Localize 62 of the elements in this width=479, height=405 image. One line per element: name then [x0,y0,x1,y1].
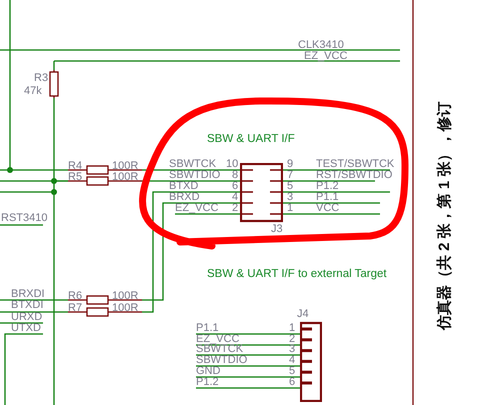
pin-label: SBWTDIO [169,170,220,181]
pin-number: 7 [287,170,294,181]
connector-name: J3 [271,224,283,235]
pin-label: EZ_VCC [196,334,240,345]
pin-label: P1.2 [196,377,219,388]
section-heading: SBW & UART I/F [207,134,295,145]
pin-number: 2 [232,203,238,214]
pin-label: TEST/SBWTCK [316,159,394,170]
section-heading: SBW & UART I/F to external Target [207,269,387,280]
pin-number: 8 [232,170,238,181]
pin-label: GND [196,366,220,377]
net-label: BRXDI [11,289,45,300]
pin-number: 5 [287,181,294,192]
pin-label: SBWTCK [169,159,216,170]
resistor [24,70,60,98]
pin-label: RST/SBWTDIO [316,170,392,181]
net-label: BTXDI [11,300,44,311]
resistor-value: 47k [24,86,42,97]
resistor-name: R3 [34,73,48,84]
net-label: URXD [11,312,42,323]
pin-label: P1.1 [316,192,339,203]
net-label: EZ_VCC [304,51,348,62]
resistor-name: R4 [68,161,82,172]
resistor [68,305,142,318]
net-label: CLK3410 [298,40,344,51]
resistor-value: 100R [112,172,138,183]
connector-name: J4 [297,309,309,320]
sheet-title: 仿真器（共 2 张，第 1 张），修订 [436,102,453,330]
resistor-name: R7 [68,303,82,314]
resistor-value: 100R [112,291,138,302]
pin-number: 4 [232,192,238,203]
pin-number: 5 [289,366,296,377]
pin-label: P1.2 [316,181,339,192]
wire [142,191,240,313]
pin-label: EZ_VCC [175,203,218,214]
resistor-value: 100R [112,161,138,172]
pin-label: BTXD [169,181,198,192]
pin-number: 2 [289,334,296,345]
pin-label: P1.1 [196,323,219,334]
wire [142,202,240,301]
pin-number: 1 [289,323,296,334]
wire [142,169,240,171]
pin-number: 4 [289,355,296,366]
pin-label: SBWTDIO [196,355,248,366]
pin-label: SBWTCK [196,344,244,355]
wire [142,180,240,182]
pin-number: 9 [287,159,294,170]
pin-label: VCC [316,203,340,214]
pin-label: BRXD [169,192,200,203]
pin-number: 3 [289,344,296,355]
resistor-name: R5 [68,172,82,183]
resistor-value: 100R [112,303,138,314]
net-label: UTXD [11,323,41,334]
wire [53,98,68,182]
pin-number: 1 [287,203,294,214]
resistor [68,174,142,187]
resistor-name: R6 [68,291,82,302]
pin-number: 6 [289,377,296,388]
net-label: RST3410 [1,213,48,224]
pin-number: 6 [232,181,238,192]
pin-number: 10 [226,159,238,170]
pin-number: 3 [287,192,294,203]
